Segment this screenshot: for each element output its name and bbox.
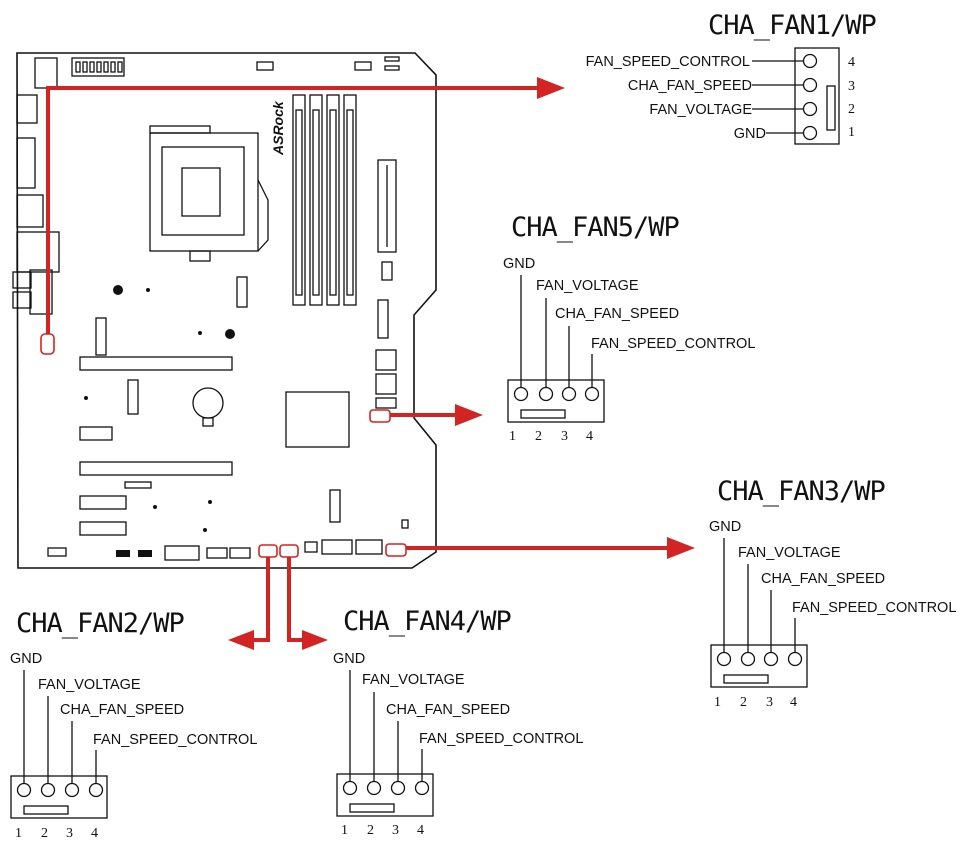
cha-fan4-pin3-number: 3: [392, 823, 399, 838]
cha-fan1-pin4-label: FAN_SPEED_CONTROL: [586, 54, 750, 70]
motherboard: ASRock: [12, 52, 437, 569]
cha-fan5-pin1-label: GND: [503, 256, 535, 272]
cha-fan2-pin1-number: 1: [15, 826, 22, 841]
cha-fan2-pin4-label: FAN_SPEED_CONTROL: [93, 732, 257, 748]
cha-fan1-location: [40, 333, 55, 355]
cha-fan1-pin3-label: CHA_FAN_SPEED: [628, 78, 752, 94]
cha-fan1-pin2-label: FAN_VOLTAGE: [649, 102, 752, 118]
atx-power-connector: [377, 159, 397, 253]
cha-fan3-pin3-label: CHA_FAN_SPEED: [761, 571, 885, 587]
cha-fan2-location: [258, 544, 278, 558]
cha-fan3-pin2-label: FAN_VOLTAGE: [738, 545, 841, 561]
cha-fan4-pin4-label: FAN_SPEED_CONTROL: [419, 731, 583, 747]
cha-fan2-pin1-label: GND: [10, 651, 42, 667]
cha-fan3-pin1-label: GND: [709, 519, 741, 535]
cha-fan2-pin3-number: 3: [66, 826, 73, 841]
cha-fan4-title: CHA_FAN4/WP: [343, 606, 512, 637]
cha-fan1-pin1-number: 1: [848, 125, 855, 140]
cha-fan4-pin2-label: FAN_VOLTAGE: [362, 672, 465, 688]
cha-fan4-pin1-label: GND: [333, 651, 365, 667]
cha-fan5-pin2-number: 2: [535, 429, 542, 444]
cha-fan3-pin2-number: 2: [740, 695, 747, 710]
fan-header-locations: [40, 77, 695, 650]
cha-fan5-location: [369, 409, 391, 423]
bottom-headers: [47, 545, 251, 561]
cha-fan4-location: [279, 544, 299, 558]
cha-fan3-pin4-label: FAN_SPEED_CONTROL: [792, 600, 956, 616]
cha-fan4-arrow: [287, 557, 304, 642]
cha-fan4-pin2-number: 2: [367, 823, 374, 838]
cha-fan1-pin2-number: 2: [848, 102, 855, 117]
cha-fan4-pin3-label: CHA_FAN_SPEED: [386, 702, 510, 718]
sata-ports: [375, 299, 397, 409]
cha-fan5-pin3-label: CHA_FAN_SPEED: [555, 306, 679, 322]
cha-fan3-location: [385, 543, 407, 557]
cha-fan5-pin2-label: FAN_VOLTAGE: [536, 278, 639, 294]
cha-fan2-pin2-label: FAN_VOLTAGE: [38, 677, 141, 693]
cha-fan1-pin1-label: GND: [734, 126, 766, 142]
cpu-socket: [149, 125, 269, 262]
cha-fan5-pin3-number: 3: [561, 429, 568, 444]
cha-fan2-pin2-number: 2: [41, 826, 48, 841]
cha-fan2-pin4-number: 4: [91, 826, 98, 841]
memory-slots: [292, 94, 357, 306]
cha-fan3-pin4-number: 4: [790, 695, 797, 710]
cha-fan1-title: CHA_FAN1/WP: [708, 10, 877, 41]
cha-fan1-pin3-number: 3: [848, 79, 855, 94]
cha-fan3-pin3-number: 3: [766, 695, 773, 710]
cha-fan3-pinout: CHA_FAN3/WP GND FAN_VOLTAGE CHA_FAN_SPEE…: [709, 476, 956, 710]
cha-fan5-pin4-label: FAN_SPEED_CONTROL: [591, 336, 755, 352]
cha-fan3-pin1-number: 1: [714, 695, 721, 710]
cha-fan1-arrow: [46, 86, 540, 334]
cha-fan5-pin1-number: 1: [509, 429, 516, 444]
cpu-power-connector: [71, 57, 125, 77]
cha-fan5-title: CHA_FAN5/WP: [511, 212, 680, 243]
cha-fan2-pin3-label: CHA_FAN_SPEED: [60, 702, 184, 718]
cha-fan2-pinout: CHA_FAN2/WP GND FAN_VOLTAGE CHA_FAN_SPEE…: [10, 608, 257, 841]
cha-fan5-pin4-number: 4: [586, 429, 593, 444]
rear-io-panel: [12, 57, 60, 315]
chipset: [285, 391, 350, 448]
cha-fan2-arrow: [252, 557, 270, 642]
brand-logo: ASRock: [270, 100, 286, 156]
cha-fan2-title: CHA_FAN2/WP: [16, 608, 185, 639]
cha-fan1-pinout: CHA_FAN1/WP FAN_SPEED_CONTROL CHA_FAN_SP…: [586, 10, 878, 145]
cha-fan5-pinout: CHA_FAN5/WP GND FAN_VOLTAGE CHA_FAN_SPEE…: [503, 212, 755, 444]
cha-fan4-pin1-number: 1: [341, 823, 348, 838]
motherboard-outline: [16, 52, 437, 569]
cha-fan4-pin4-number: 4: [417, 823, 424, 838]
cha-fan1-pin4-number: 4: [848, 55, 855, 70]
cha-fan3-title: CHA_FAN3/WP: [717, 476, 886, 507]
cha-fan4-pinout: CHA_FAN4/WP GND FAN_VOLTAGE CHA_FAN_SPEE…: [333, 606, 583, 838]
